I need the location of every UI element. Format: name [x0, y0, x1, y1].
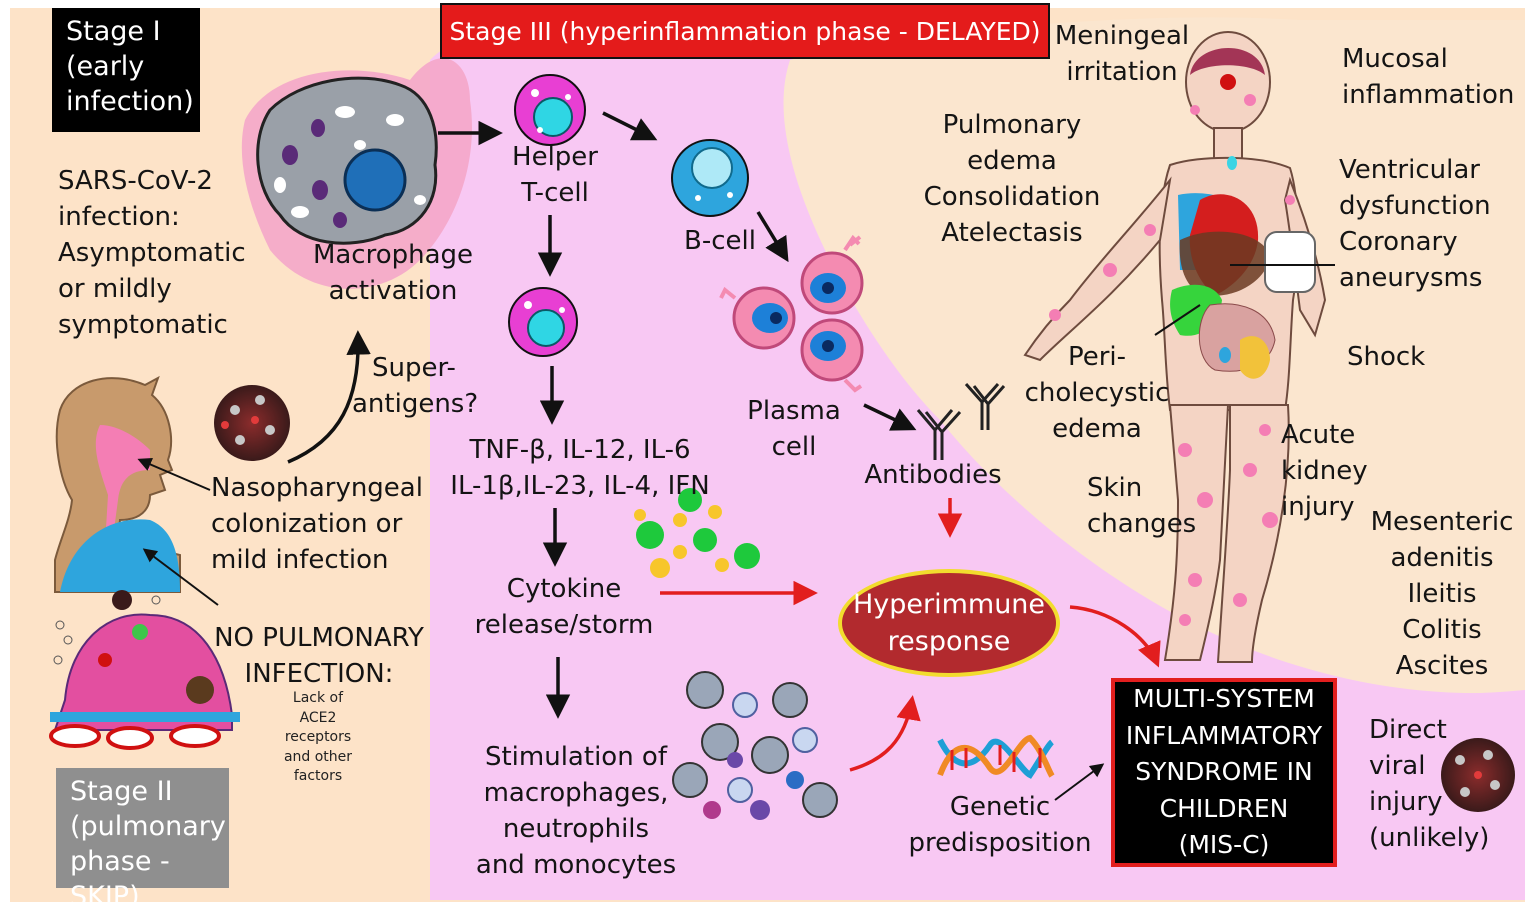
cytokines-label: TNF-β, IL-12, IL-6 IL-1β,IL-23, IL-4, IF… — [450, 435, 710, 501]
stage3-label: Stage III (hyperinflammation phase - DEL… — [440, 3, 1050, 59]
meningeal-label: Meningeal irritation — [1054, 21, 1190, 87]
ventricular-label: Ventricular dysfunction Coronary aneurys… — [1339, 155, 1491, 293]
body-panel — [783, 17, 1525, 694]
mesenteric-label: Mesenteric adenitis Ileitis Colitis Asci… — [1370, 507, 1514, 681]
virus-icon — [214, 385, 290, 461]
shock-label: Shock — [1347, 342, 1426, 372]
genetic-label: Genetic predisposition — [908, 792, 1092, 858]
misc-box: MULTI-SYSTEM INFLAMMATORY SYNDROME IN CH… — [1111, 678, 1337, 867]
helper-t-cell-icon — [514, 74, 586, 146]
pericholecystic-label: Peri- cholecystic edema — [1024, 342, 1170, 444]
hyperimmune-response: Hyperimmune response — [838, 569, 1060, 677]
macrophage-label: Macrophage activation — [312, 240, 474, 306]
stage2-label: Stage II (pulmonary phase - SKIP) — [56, 768, 229, 910]
plasma-cell-label: Plasma cell — [747, 396, 841, 462]
no-pulmonary-text: NO PULMONARY INFECTION: — [214, 623, 424, 689]
helper-t-cell-icon-2 — [508, 287, 578, 357]
direct-viral-label: Direct viral injury (unlikely) — [1369, 715, 1490, 853]
b-cell-label: B-cell — [684, 226, 756, 256]
macrophage-icon — [256, 76, 438, 245]
virus-icon-2 — [1441, 738, 1515, 812]
plasma-cell-icon — [719, 234, 864, 393]
antibody-icon — [916, 383, 1006, 460]
b-cell-icon — [671, 139, 749, 217]
pulmonary-label: Pulmonary edema Consolidation Atelectasi… — [923, 110, 1101, 248]
stimulation-label: Stimulation of macrophages, neutrophils … — [475, 742, 677, 880]
kidney-label: Acute kidney injury — [1281, 420, 1368, 522]
alveolus-icon — [49, 590, 240, 750]
cytokine-stars-icon — [634, 488, 760, 578]
stage1-label: Stage I (early infection) — [52, 8, 200, 132]
flow-arrows — [137, 111, 1335, 801]
antibodies-label: Antibodies — [864, 460, 1002, 490]
superantigens-text: Super- antigens? — [352, 353, 479, 419]
immune-cells-cluster-icon — [672, 671, 838, 820]
child-body-icon — [1023, 31, 1327, 663]
nasopharyngeal-text: Nasopharyngeal colonization or mild infe… — [211, 473, 423, 575]
child-profile-icon — [54, 375, 181, 593]
no-pulmonary-detail: Lack of ACE2 receptors and other factors — [283, 690, 353, 784]
mucosal-label: Mucosal inflammation — [1342, 44, 1515, 110]
helper-t-cell-label: Helper T-cell — [512, 142, 598, 208]
red-arrows — [660, 498, 1161, 772]
skin-label: Skin changes — [1087, 473, 1197, 539]
cytokine-release-label: Cytokine release/storm — [474, 574, 654, 640]
infection-text: SARS-CoV-2 infection: Asymptomatic or mi… — [58, 166, 246, 340]
dna-icon — [937, 734, 1055, 779]
